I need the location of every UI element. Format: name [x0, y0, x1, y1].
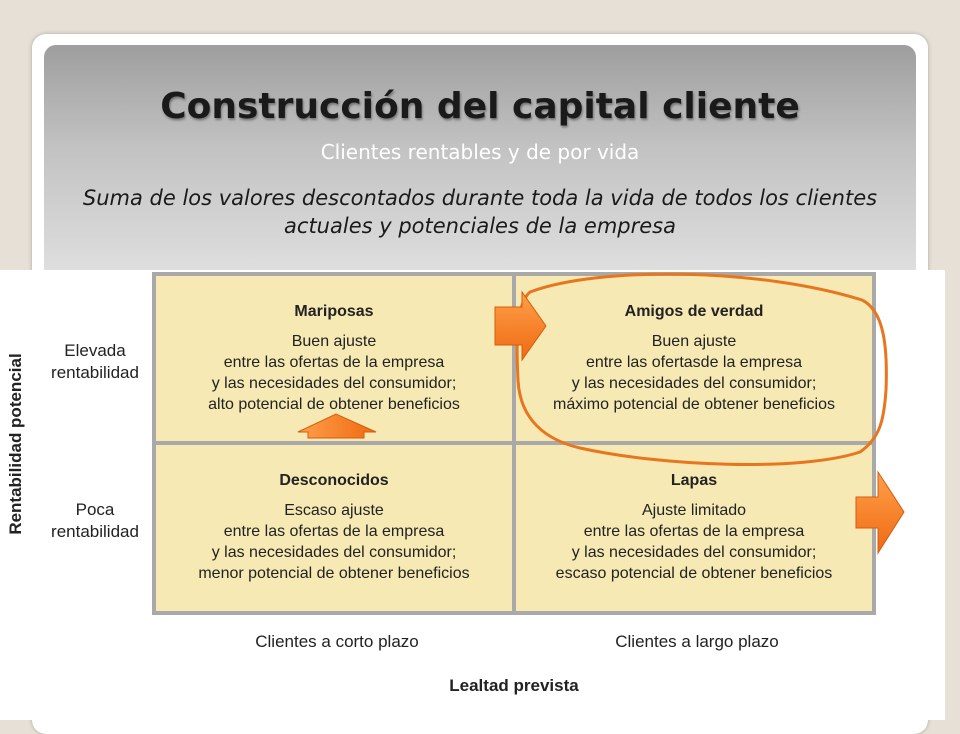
cell-desconocidos: Desconocidos Escaso ajuste entre las ofe… [156, 445, 512, 611]
cell-line: y las necesidades del consumidor; [571, 374, 817, 392]
y-axis-title-text: Rentabilidad potencial [6, 353, 25, 535]
cell-line: entre las ofertasde la empresa [585, 353, 803, 371]
cell-line: entre las ofertas de la empresa [223, 523, 445, 540]
cell-line: y las necesidades del consumidor; [211, 544, 457, 561]
cell-title: Desconocidos [279, 472, 389, 489]
cell-line: escaso potencial de obtener beneficios [555, 565, 833, 582]
cell-line: Escaso ajuste [284, 502, 384, 519]
slide-subtitle: Clientes rentables y de por vida [320, 140, 640, 164]
cell-line: alto potencial de obtener beneficios [208, 395, 460, 413]
slide-title: Construcción del capital cliente [160, 86, 800, 127]
slide-description: Suma de los valores descontados durante … [82, 186, 878, 238]
cell-line: máximo potencial de obtener beneficios [553, 395, 835, 413]
cell-line: y las necesidades del consumidor; [571, 544, 817, 561]
cell-line: menor potencial de obtener beneficios [198, 565, 470, 582]
cell-title: Mariposas [294, 302, 374, 320]
cell-lapas: Lapas Ajuste limitado entre las ofertas … [516, 445, 872, 611]
cell-mariposas: Mariposas Buen ajuste entre las ofertas … [156, 276, 512, 441]
cell-amigos-de-verdad: Amigos de verdad Buen ajuste entre las o… [516, 276, 872, 441]
header-panel [44, 45, 916, 270]
segmentation-matrix: Mariposas Buen ajuste entre las ofertas … [152, 272, 876, 615]
cell-line: entre las ofertas de la empresa [583, 523, 805, 540]
row-label-high: Elevada rentabilidad [51, 341, 139, 382]
cell-line: Buen ajuste [651, 332, 737, 350]
column-label-long-term: Clientes a largo plazo [615, 632, 779, 651]
cell-line: entre las ofertas de la empresa [223, 353, 445, 371]
x-axis-title: Lealtad prevista [449, 676, 579, 695]
cell-title: Lapas [670, 472, 718, 489]
cell-line: Buen ajuste [291, 332, 377, 350]
cell-line: y las necesidades del consumidor; [211, 374, 457, 392]
column-label-short-term: Clientes a corto plazo [255, 632, 419, 651]
row-label-low: Poca rentabilidad [51, 500, 139, 541]
cell-line: Ajuste limitado [641, 502, 747, 519]
cell-title: Amigos de verdad [624, 302, 764, 320]
background-edge [945, 270, 960, 720]
